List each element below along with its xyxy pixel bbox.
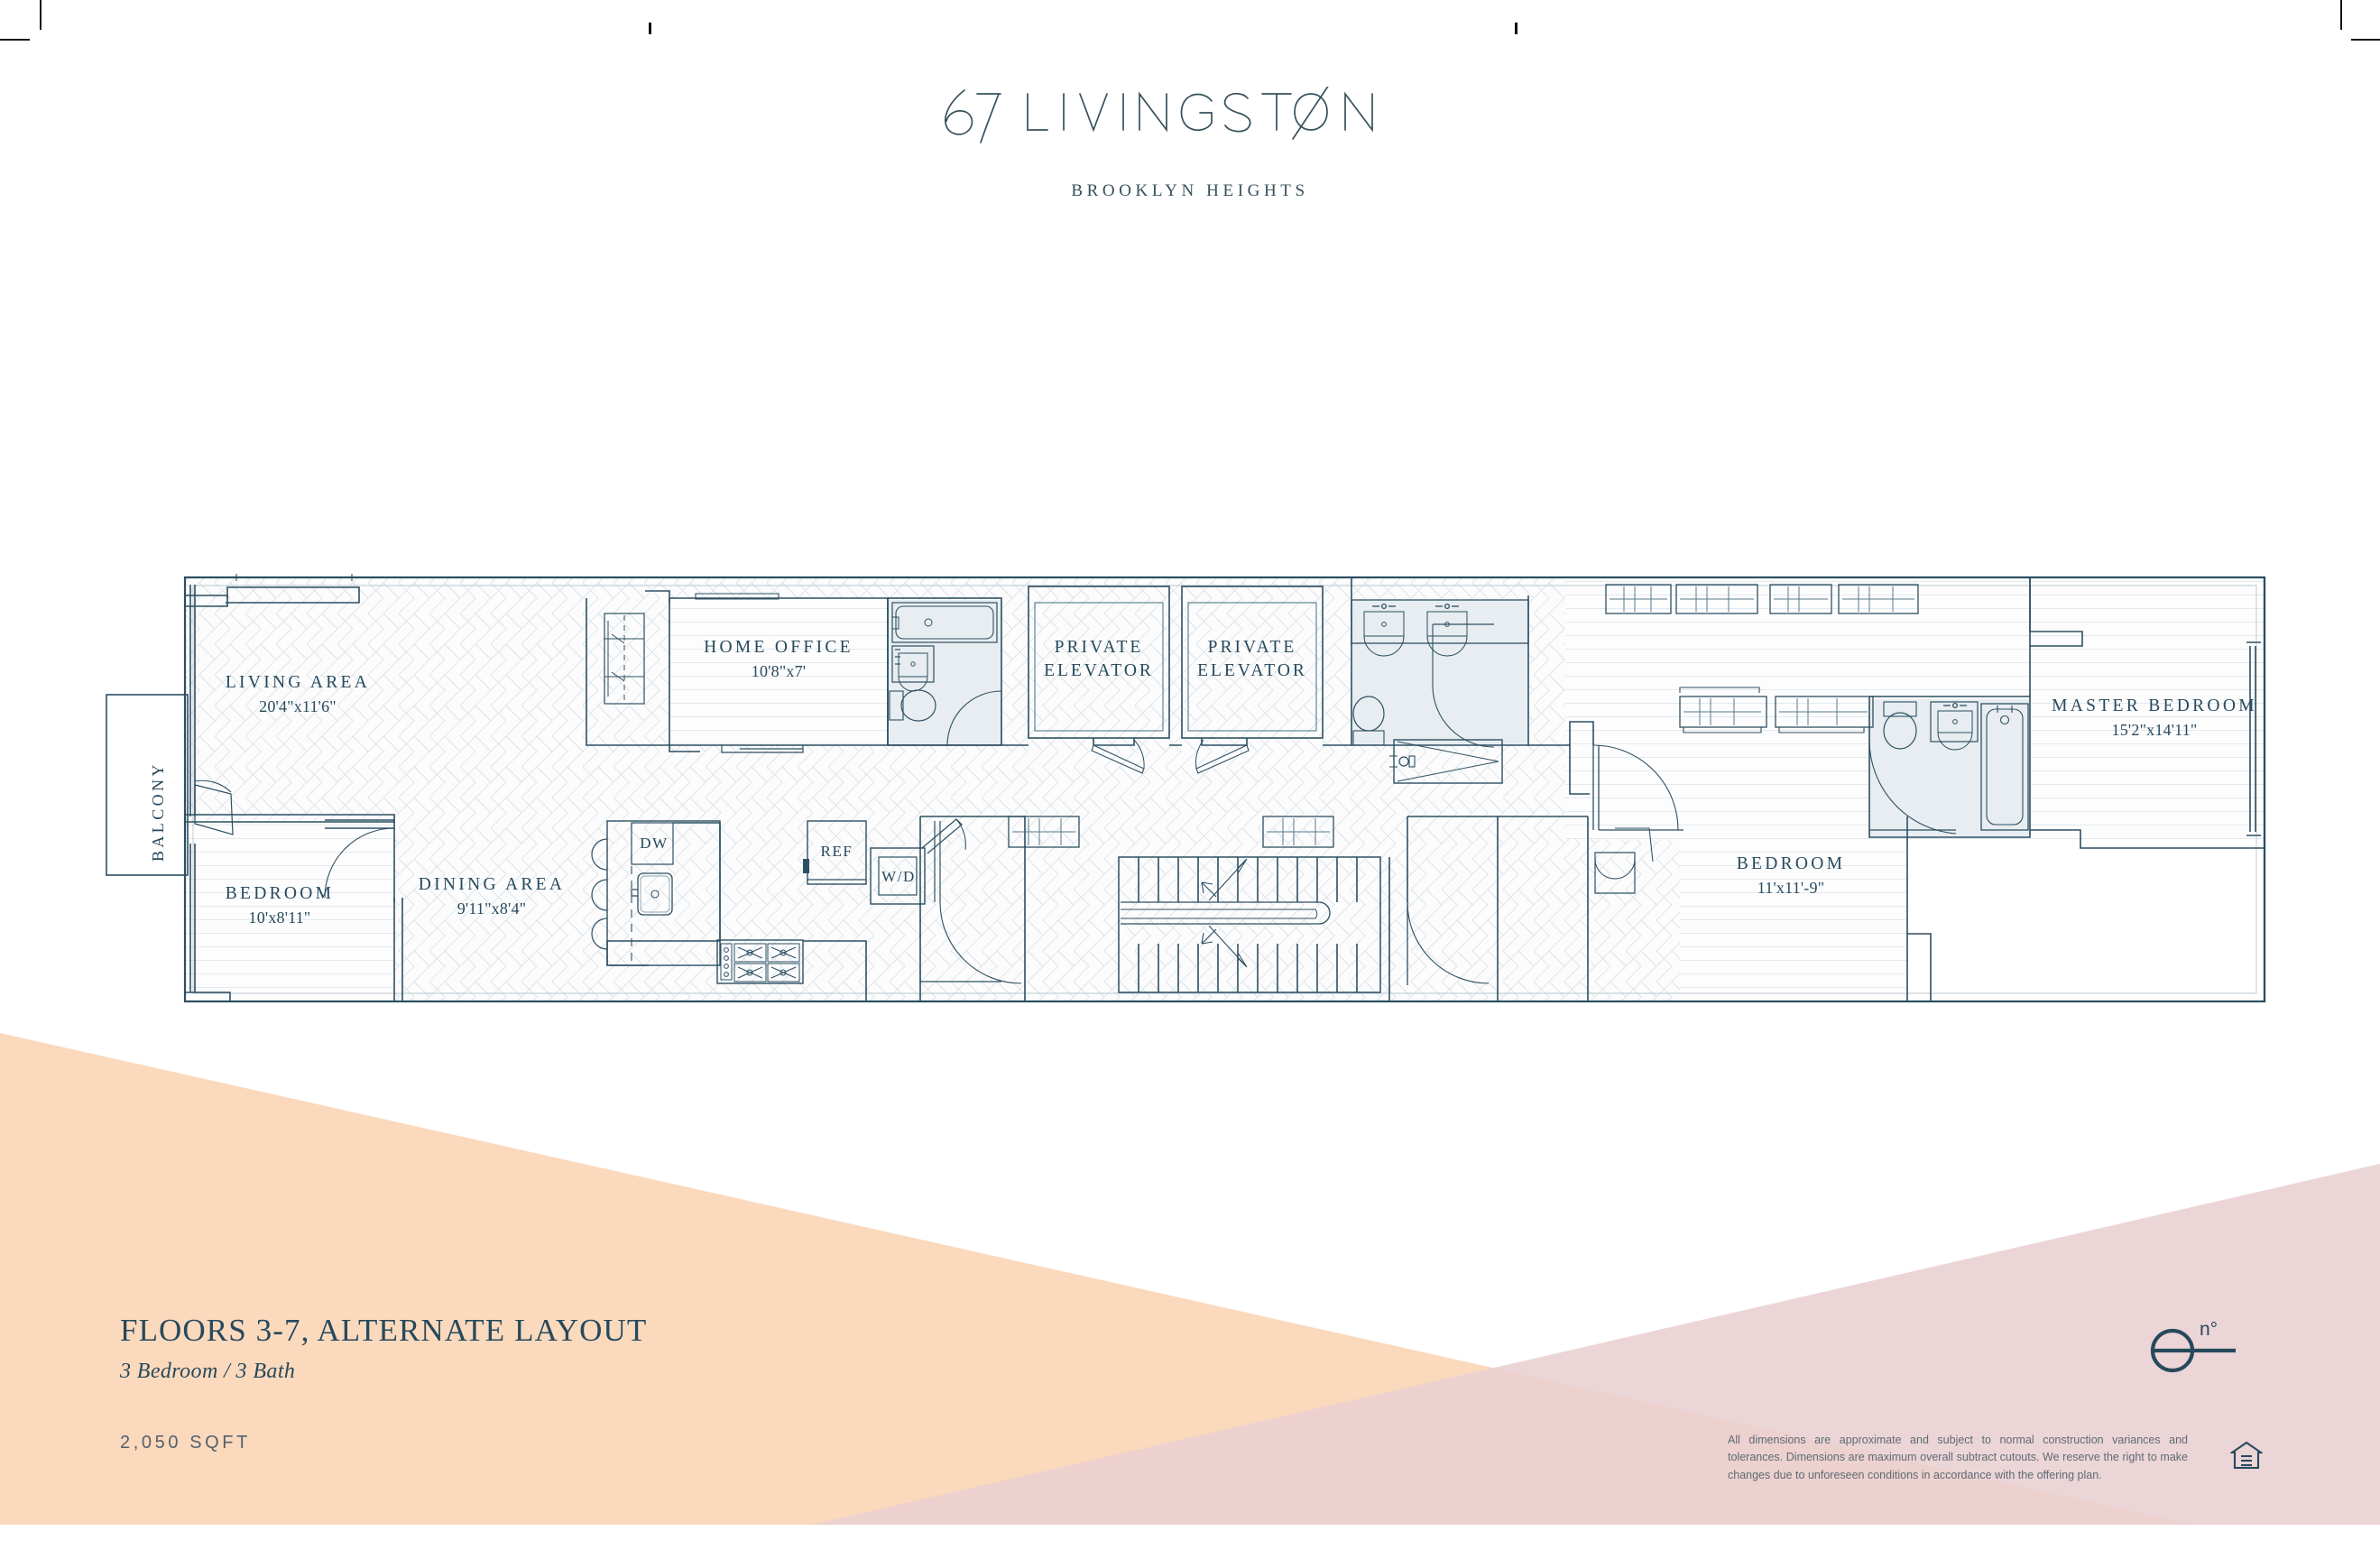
plan-sqft: 2,050 SQFT [120,1433,251,1453]
crop-mark-top-left-horizontal [0,39,30,41]
registration-tick-left [649,23,651,34]
plan-subtitle: 3 Bedroom / 3 Bath [120,1360,296,1383]
crop-mark-top-left-vertical [40,0,42,30]
compass-degree-label: n° [2200,1319,2219,1340]
footer-text-block: FLOORS 3-7, ALTERNATE LAYOUT 3 Bedroom /… [120,1313,1112,1453]
equal-housing-icon [2230,1441,2263,1470]
registration-tick-right [1515,23,1517,34]
compass-indicator: n° [2149,1319,2239,1377]
disclaimer-text: All dimensions are approximate and subje… [1728,1434,2188,1481]
compass-icon [2150,1328,2236,1373]
crop-mark-top-right-horizontal [2351,39,2380,41]
equal-housing-opportunity-logo [2230,1440,2263,1471]
plan-title: FLOORS 3-7, ALTERNATE LAYOUT [120,1313,648,1348]
crop-mark-top-right-vertical [2340,0,2342,30]
